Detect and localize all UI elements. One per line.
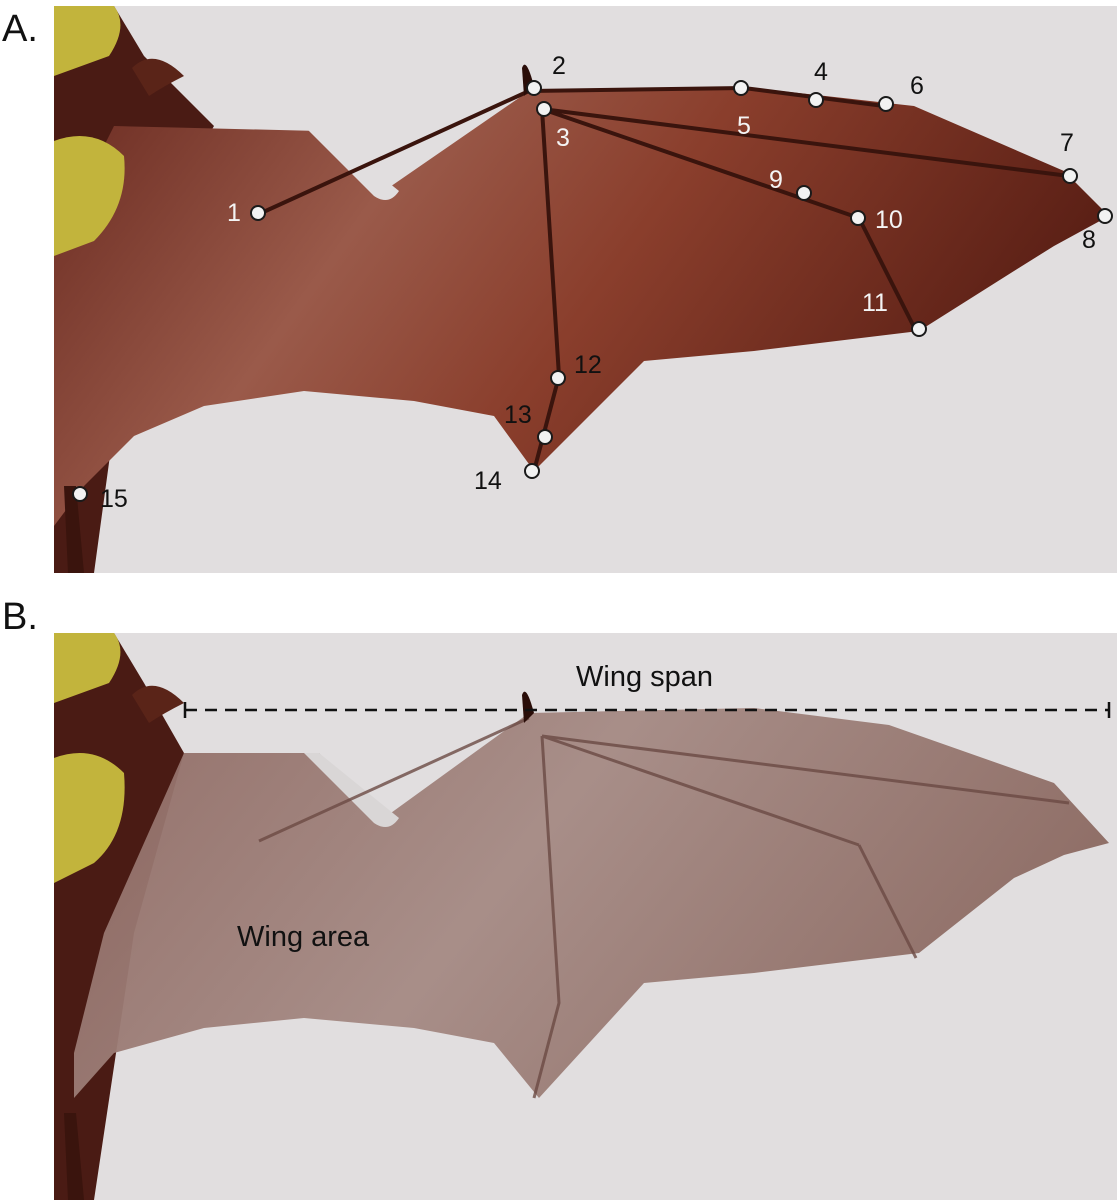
landmark-label-4: 4 [814, 58, 828, 86]
bat-ear [132, 685, 184, 723]
landmark-label-12: 12 [574, 351, 602, 379]
landmark-label-15: 15 [100, 485, 128, 513]
landmark-label-8: 8 [1082, 226, 1096, 254]
landmark-label-10: 10 [875, 206, 903, 234]
panel-b-letter: B. [2, 596, 38, 638]
bat-wing-landmarks-figure: 1 2 3 4 5 6 7 8 9 10 11 12 13 14 15 [54, 6, 1113, 573]
panel-a-letter: A. [2, 8, 38, 50]
landmark-points [72, 80, 1113, 502]
bat-wing-span-area-figure: Wing span Wing area [54, 633, 1111, 1200]
landmark-label-2: 2 [552, 52, 566, 80]
membrane-notch [304, 753, 399, 827]
landmark-label-5: 5 [737, 112, 751, 140]
landmark-label-1: 1 [227, 199, 241, 227]
landmark-label-3: 3 [556, 124, 570, 152]
handler-glove-top [54, 633, 121, 703]
landmark-label-13: 13 [504, 401, 532, 429]
handler-glove-top [54, 6, 121, 76]
panel-b-photo: Wing span Wing area [54, 633, 1117, 1200]
panel-a-photo: 1 2 3 4 5 6 7 8 9 10 11 12 13 14 15 [54, 6, 1117, 573]
bat-leg [64, 486, 84, 573]
landmark-label-14: 14 [474, 467, 502, 495]
wing-bones [258, 716, 1070, 1099]
bat-leg [64, 1113, 84, 1200]
thumb-claw [522, 691, 534, 723]
wing-span-label: Wing span [576, 661, 713, 693]
landmark-label-7: 7 [1060, 129, 1074, 157]
wing-membrane [54, 88, 1109, 526]
landmark-label-11: 11 [862, 289, 888, 317]
wing-span-measure [183, 702, 1111, 718]
bat-ear [132, 58, 184, 96]
handler-glove-bottom [54, 136, 125, 256]
membrane-notch [304, 126, 399, 200]
landmark-label-9: 9 [769, 166, 783, 194]
wing-area-label: Wing area [237, 921, 370, 953]
handler-glove-bottom [54, 753, 125, 883]
landmark-label-6: 6 [910, 72, 924, 100]
wing-area-overlay [74, 708, 1109, 1098]
